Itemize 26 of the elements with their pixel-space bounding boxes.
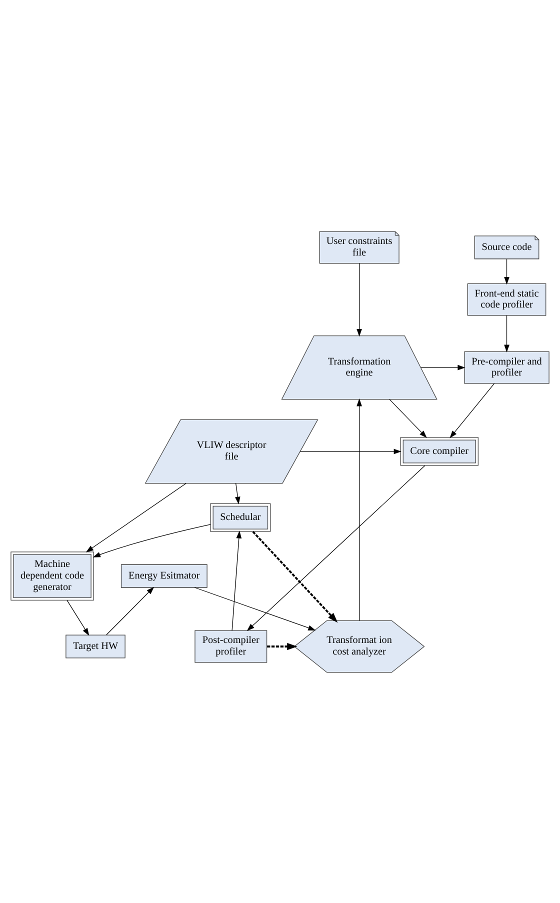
arrow [235,482,240,504]
arrow [194,586,316,630]
arrow [504,314,510,352]
node-box: Pre-compiler and profiler [464,350,550,384]
node-box: Core compiler [400,436,478,466]
arrow [504,258,510,284]
arrow [106,586,154,635]
arrow [300,448,402,454]
arrow [389,398,427,438]
node-box: Post-compiler profiler [194,630,268,662]
arrow [246,464,426,631]
node-box: Target HW [66,634,126,658]
arrow [252,530,338,622]
node-box: Energy Esitmator [120,564,208,588]
arrow [356,398,362,620]
arrow [86,482,186,552]
node-box: Front-end static code profiler [467,282,546,316]
arrow [232,530,242,630]
node-box: Machine dependent code generator [10,551,94,600]
node-box: Schedular [210,502,271,532]
arrow [420,364,466,370]
arrow [450,382,495,438]
arrow [92,524,211,557]
arrow [267,642,298,650]
arrow [66,600,90,636]
arrow [356,262,362,336]
